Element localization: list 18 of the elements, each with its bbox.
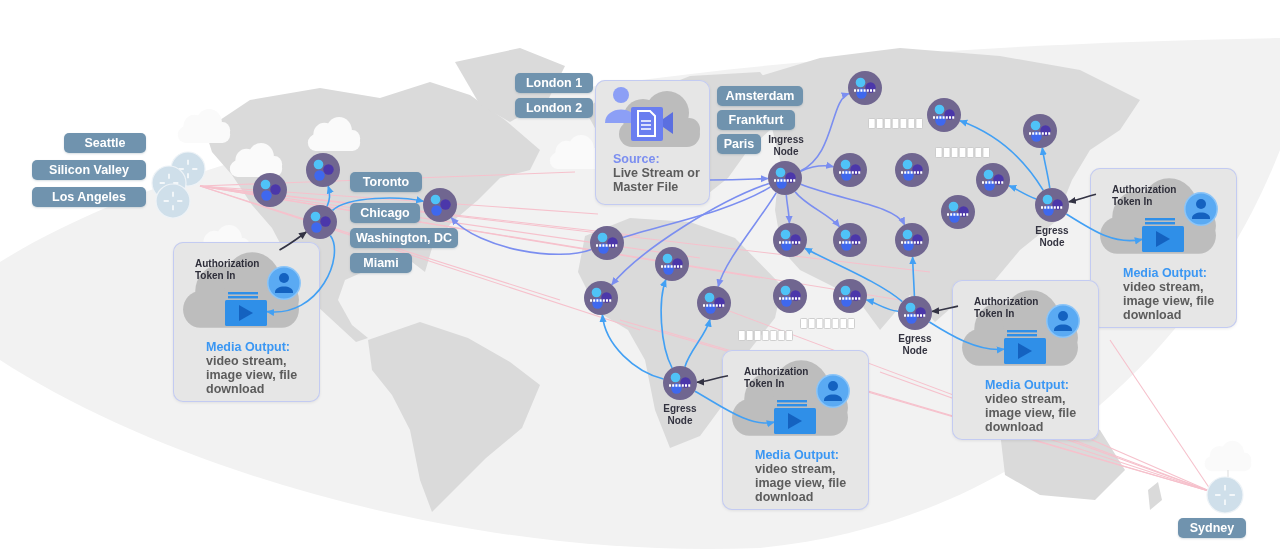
panel-text: video stream, image view, file download: [985, 392, 1077, 434]
node-caption: Egress Node: [1034, 225, 1070, 249]
panel-heading: Media Output:: [1123, 266, 1207, 280]
auth-token-text: Authorization Token In: [1112, 184, 1178, 208]
panel-heading: Media Output:: [206, 340, 290, 354]
panel-text: video stream, image view, file download: [755, 462, 847, 504]
node-caption: Egress Node: [897, 333, 933, 357]
node-caption: Ingress Node: [767, 134, 805, 158]
auth-token-text: Authorization Token In: [195, 258, 261, 282]
panel-heading: Media Output:: [985, 378, 1069, 392]
auth-token-text: Authorization Token In: [744, 366, 810, 390]
panel-heading: Source:: [613, 152, 660, 166]
panel-text: Live Stream or Master File: [613, 166, 701, 194]
panel-text: video stream, image view, file download: [206, 354, 298, 396]
auth-token-text: Authorization Token In: [974, 296, 1040, 320]
panel-text: video stream, image view, file download: [1123, 280, 1215, 322]
panel-heading: Media Output:: [755, 448, 839, 462]
node-caption: Egress Node: [662, 403, 698, 427]
